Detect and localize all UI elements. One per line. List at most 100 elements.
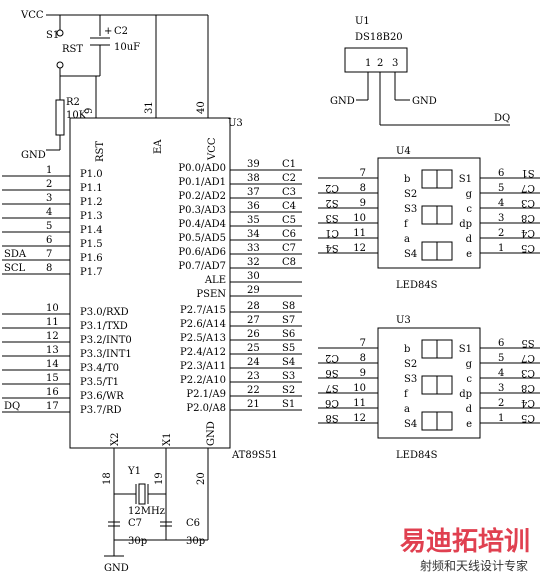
c7-label: C7 bbox=[128, 518, 142, 529]
led-inner-right: c bbox=[466, 374, 472, 385]
mcu-right-net: C4 bbox=[282, 201, 296, 212]
led-inner-right: d bbox=[466, 234, 473, 245]
gnd-pin-label: GND bbox=[206, 421, 217, 446]
mcu-right-pin-name: P0.6/AD6 bbox=[178, 247, 226, 258]
u1-pin2: 2 bbox=[377, 58, 383, 69]
mcu-left-pin-name: P3.6/WR bbox=[80, 391, 124, 402]
mcu-right-pin-num: 33 bbox=[247, 243, 260, 254]
led-inner-left: S4 bbox=[404, 419, 417, 430]
mcu-right-pin-num: 21 bbox=[247, 399, 260, 410]
led-right-pin-num: 3 bbox=[498, 383, 504, 394]
mcu-right-pin-num: 25 bbox=[247, 343, 260, 354]
pin40: 40 bbox=[196, 101, 207, 114]
mcu-right-pin-name: PSEN bbox=[196, 289, 226, 300]
led-inner-right: c bbox=[466, 204, 472, 215]
led-right-net: C8 bbox=[521, 382, 535, 393]
led-left-pin-num: 12 bbox=[353, 413, 366, 424]
led-inner-right: e bbox=[466, 419, 472, 430]
mcu-right-pin-name: P2.1/A9 bbox=[186, 389, 226, 400]
led-left-net: S4 bbox=[325, 242, 338, 253]
led-right-net: C4 bbox=[521, 227, 535, 238]
u1-pin1: 1 bbox=[365, 58, 371, 69]
led-inner-left: S2 bbox=[404, 359, 417, 370]
mcu-right-pin-name: P2.3/A11 bbox=[180, 361, 226, 372]
mcu-right-net: C7 bbox=[282, 243, 296, 254]
led-inner-right: g bbox=[466, 359, 473, 370]
led-right-pin-num: 4 bbox=[498, 198, 504, 209]
mcu-left-pin-name: P1.2 bbox=[80, 197, 103, 208]
xtal-label: 12MHz bbox=[128, 506, 165, 517]
mcu-left-net: DQ bbox=[4, 401, 20, 412]
mcu-left-pin-num: 11 bbox=[46, 317, 59, 328]
mcu-right-pin-name: P0.0/AD0 bbox=[178, 163, 226, 174]
mcu-left-pin-name: P3.3/INT1 bbox=[80, 349, 132, 360]
c7-value: 30p bbox=[128, 536, 147, 547]
mcu-left-pin-num: 13 bbox=[46, 345, 59, 356]
x1-label: X1 bbox=[162, 433, 173, 446]
dq-label: DQ bbox=[494, 113, 510, 124]
ds18b20-label: DS18B20 bbox=[355, 32, 403, 43]
mcu-left-pin-num: 4 bbox=[46, 207, 52, 218]
mcu-left-pin-num: 5 bbox=[46, 221, 52, 232]
mcu-left-pin-name: P1.1 bbox=[80, 183, 103, 194]
watermark-bg bbox=[398, 525, 556, 553]
mcu-left-pin-num: 10 bbox=[46, 303, 59, 314]
mcu-right-pin-num: 36 bbox=[247, 201, 260, 212]
vcc-label: VCC bbox=[20, 10, 44, 21]
c6-value: 30p bbox=[186, 536, 205, 547]
mcu-right-pin-num: 27 bbox=[247, 315, 260, 326]
mcu-right-pin-name: P0.1/AD1 bbox=[178, 177, 226, 188]
mcu-right-pin-num: 24 bbox=[247, 357, 260, 368]
mcu-right-pin-name: P2.4/A12 bbox=[180, 347, 226, 358]
gnd-bottom-label: GND bbox=[104, 563, 129, 574]
led-inner-left: b bbox=[404, 174, 410, 185]
led-inner-right: dp bbox=[459, 219, 472, 230]
mcu-right-net: C5 bbox=[282, 215, 296, 226]
mcu-right-pin-num: 32 bbox=[247, 257, 260, 268]
c2-label: C2 bbox=[114, 26, 128, 37]
led-left-pin-num: 8 bbox=[360, 183, 366, 194]
ea-pin-label: EA bbox=[153, 139, 164, 154]
led-left-net: C6 bbox=[325, 397, 339, 408]
u1-gnd-right: GND bbox=[412, 96, 437, 107]
mcu-left-pin-num: 6 bbox=[46, 235, 52, 246]
y1-label: Y1 bbox=[127, 466, 141, 477]
led-right-pin-num: 5 bbox=[498, 183, 504, 194]
led-right-net: C4 bbox=[521, 397, 535, 408]
mcu-left-pin-num: 16 bbox=[46, 387, 59, 398]
mcu-left-net: SDA bbox=[4, 249, 27, 260]
chip-label: AT89S51 bbox=[231, 450, 278, 461]
led-inner-left: f bbox=[404, 219, 409, 230]
u1-label: U1 bbox=[355, 16, 370, 27]
led-left-pin-num: 7 bbox=[360, 338, 366, 349]
mcu-right-pin-name: P2.5/A13 bbox=[180, 333, 226, 344]
pin31: 31 bbox=[144, 101, 155, 114]
c6-label: C6 bbox=[186, 518, 200, 529]
led-right-pin-num: 6 bbox=[498, 338, 504, 349]
led-inner-left: a bbox=[404, 404, 410, 415]
mcu-left-pin-name: P3.0/RXD bbox=[80, 307, 129, 318]
u4-label: U4 bbox=[396, 146, 411, 157]
led-right-net: C3 bbox=[521, 197, 535, 208]
led-left-pin-num: 10 bbox=[353, 213, 366, 224]
mcu-right-pin-name: P0.7/AD7 bbox=[178, 261, 226, 272]
led-right-net: C7 bbox=[521, 352, 535, 363]
c2-value: 10uF bbox=[114, 42, 140, 53]
switch-label: S1 bbox=[46, 30, 59, 41]
mcu-left-pin-num: 15 bbox=[46, 373, 59, 384]
mcu-right-pin-num: 37 bbox=[247, 187, 260, 198]
led-left-pin-num: 11 bbox=[353, 228, 366, 239]
led-left-pin-num: 9 bbox=[360, 368, 366, 379]
u1-gnd-left: GND bbox=[330, 96, 355, 107]
rst-label: RST bbox=[62, 44, 83, 55]
led-inner-left: b bbox=[404, 344, 410, 355]
pin20: 20 bbox=[196, 472, 207, 485]
led-left-pin-num: 7 bbox=[360, 168, 366, 179]
led-right-pin-num: 4 bbox=[498, 368, 504, 379]
led-inner-right: d bbox=[466, 404, 473, 415]
mcu-right-net: C1 bbox=[282, 159, 296, 170]
pin18: 18 bbox=[102, 472, 113, 485]
u3b-label: U3 bbox=[396, 315, 411, 326]
mcu-right-pin-name: P0.3/AD3 bbox=[178, 205, 226, 216]
